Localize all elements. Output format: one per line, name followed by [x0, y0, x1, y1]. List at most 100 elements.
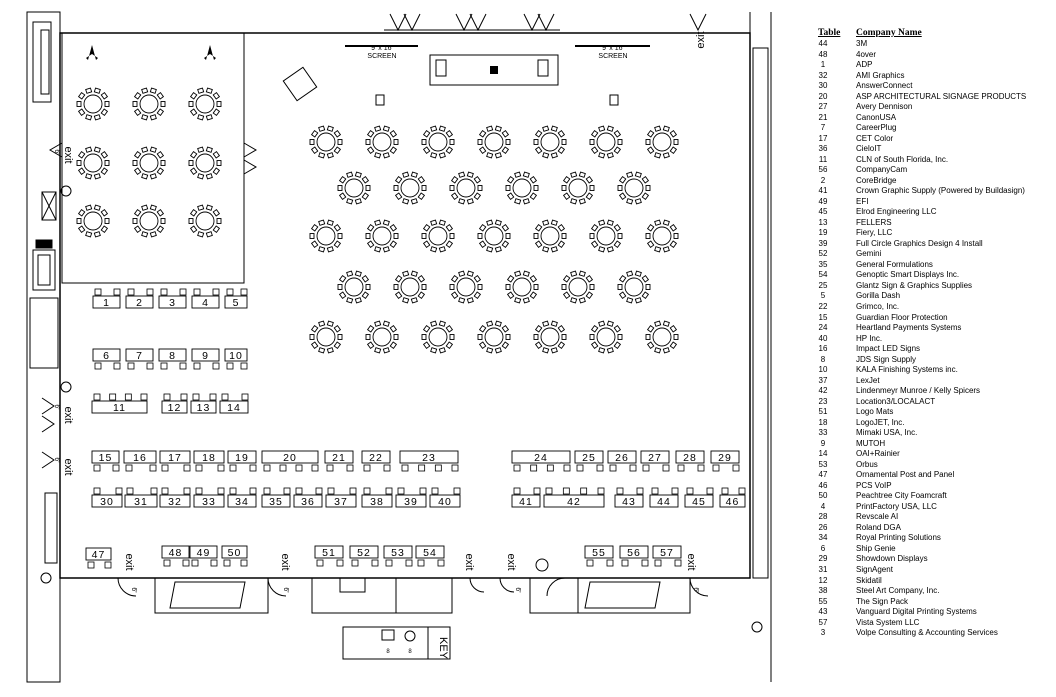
legend-company-name: Volpe Consulting & Accounting Services	[856, 628, 998, 638]
table-number-label: 47	[92, 549, 106, 561]
exhibitor-table[interactable]: 11	[91, 393, 148, 414]
exhibitor-table[interactable]: 36	[293, 487, 323, 508]
table-number-label: 42	[567, 496, 581, 508]
exhibitor-table[interactable]: 50	[221, 545, 248, 567]
legend-company-name: Gemini	[856, 249, 882, 259]
exhibitor-table[interactable]: 25	[574, 450, 604, 472]
legend-table-number: 56	[818, 165, 828, 175]
floor-plan-drawing: 9' x 16' SCREEN 9' x 16' SCREEN KEY 8 8 …	[26, 11, 772, 683]
exhibitor-table[interactable]: 3	[158, 288, 187, 309]
exhibitor-table[interactable]: 55	[584, 545, 614, 567]
exhibitor-table[interactable]: 53	[383, 545, 413, 567]
exhibitor-table[interactable]: 44	[649, 487, 679, 508]
legend-company-name: Logo Mats	[856, 407, 894, 417]
legend-company-name: Revscale AI	[856, 512, 899, 522]
exhibitor-table[interactable]: 14	[219, 393, 249, 414]
exit-label: exit	[685, 553, 697, 570]
exhibitor-table[interactable]: 27	[640, 450, 670, 472]
exhibitor-table[interactable]: 46	[719, 487, 746, 508]
legend-company-name: Orbus	[856, 459, 878, 469]
table-number-label: 19	[235, 452, 249, 464]
legend-table-number: 10	[818, 365, 828, 375]
exhibitor-table[interactable]: 29	[710, 450, 740, 472]
exhibitor-table[interactable]: 35	[261, 487, 291, 508]
exhibitor-table[interactable]: 22	[361, 450, 391, 472]
round-table	[617, 270, 651, 304]
exhibitor-table[interactable]: 52	[349, 545, 379, 567]
exhibitor-table[interactable]: 12	[161, 393, 188, 414]
legend-company-name: EFI	[856, 196, 869, 206]
exhibitor-table[interactable]: 17	[159, 450, 191, 472]
exhibitor-table[interactable]: 32	[159, 487, 191, 508]
door-width-label: 6'	[514, 587, 521, 592]
exhibitor-table[interactable]: 39	[395, 487, 427, 508]
round-table	[188, 204, 222, 238]
exhibitor-table[interactable]: 8	[158, 348, 187, 370]
table-number-label: 12	[168, 402, 182, 414]
exhibitor-table[interactable]: 45	[684, 487, 714, 508]
legend-company-name: Ship Genie	[856, 543, 896, 553]
exhibitor-table[interactable]: 42	[543, 487, 605, 508]
legend-table-number: 6	[820, 543, 826, 553]
exhibitor-table[interactable]: 54	[415, 545, 445, 567]
exhibitor-table[interactable]: 18	[193, 450, 225, 472]
legend-company-name: CieloIT	[856, 144, 882, 154]
exhibitor-table[interactable]: 30	[91, 487, 123, 508]
exhibitor-table[interactable]: 6	[92, 348, 121, 370]
exhibitor-table[interactable]: 23	[399, 450, 459, 472]
exhibitor-table[interactable]: 33	[193, 487, 225, 508]
key-label: KEY	[437, 637, 449, 660]
exhibitor-table[interactable]: 41	[511, 487, 541, 508]
exhibitor-table[interactable]: 10	[224, 348, 248, 370]
round-table	[477, 125, 511, 159]
exhibitor-table[interactable]: 40	[429, 487, 461, 508]
exhibitor-table[interactable]: 5	[224, 288, 248, 309]
exhibitor-table[interactable]: 49	[189, 545, 218, 567]
legend-table-number: 25	[818, 280, 828, 290]
exhibitor-table[interactable]: 13	[190, 393, 217, 414]
exhibitor-table[interactable]: 31	[124, 487, 158, 508]
exhibitor-table[interactable]: 21	[324, 450, 354, 472]
exhibitor-table[interactable]: 19	[227, 450, 257, 472]
round-table	[533, 219, 567, 253]
exhibitor-table[interactable]: 2	[125, 288, 154, 309]
exhibitor-table[interactable]: 37	[325, 487, 357, 508]
exhibitor-table[interactable]: 34	[227, 487, 257, 508]
round-table	[365, 125, 399, 159]
exhibitor-table[interactable]: 15	[91, 450, 120, 472]
legend-company-name: General Formulations	[856, 259, 933, 269]
legend-table-number: 32	[818, 70, 828, 80]
exhibitor-table[interactable]: 1	[92, 288, 121, 309]
exhibitor-table[interactable]: 26	[607, 450, 637, 472]
table-number-label: 9	[202, 350, 209, 362]
exhibitor-table[interactable]: 9	[191, 348, 220, 370]
round-table	[589, 320, 623, 354]
exhibitor-table[interactable]: 28	[675, 450, 705, 472]
round-table	[645, 219, 679, 253]
speaker-icon	[86, 45, 98, 60]
round-table	[589, 219, 623, 253]
legend-company-name: SignAgent	[856, 565, 893, 574]
exhibitor-table[interactable]: 24	[511, 450, 571, 472]
exhibitor-table[interactable]: 38	[361, 487, 393, 508]
legend-company-name: CompanyCam	[856, 165, 908, 175]
exhibitor-table[interactable]: 57	[652, 545, 682, 567]
table-number-label: 25	[582, 452, 596, 464]
exhibitor-table[interactable]: 4	[191, 288, 220, 309]
exhibitor-table[interactable]: 51	[314, 545, 344, 567]
exhibitor-table[interactable]: 48	[161, 545, 190, 567]
exhibitor-table[interactable]: 7	[125, 348, 154, 370]
exhibitor-table[interactable]: 16	[123, 450, 157, 472]
exhibitor-table[interactable]: 47	[85, 547, 112, 569]
key-item-label: 8	[386, 649, 390, 655]
legend-table-number: 17	[818, 133, 828, 143]
exhibitor-table[interactable]: 20	[261, 450, 319, 472]
exhibitor-table[interactable]: 43	[614, 487, 644, 508]
exit-label: exit	[123, 553, 135, 570]
legend-table-number: 57	[818, 617, 828, 627]
exhibitor-table[interactable]: 56	[619, 545, 649, 567]
